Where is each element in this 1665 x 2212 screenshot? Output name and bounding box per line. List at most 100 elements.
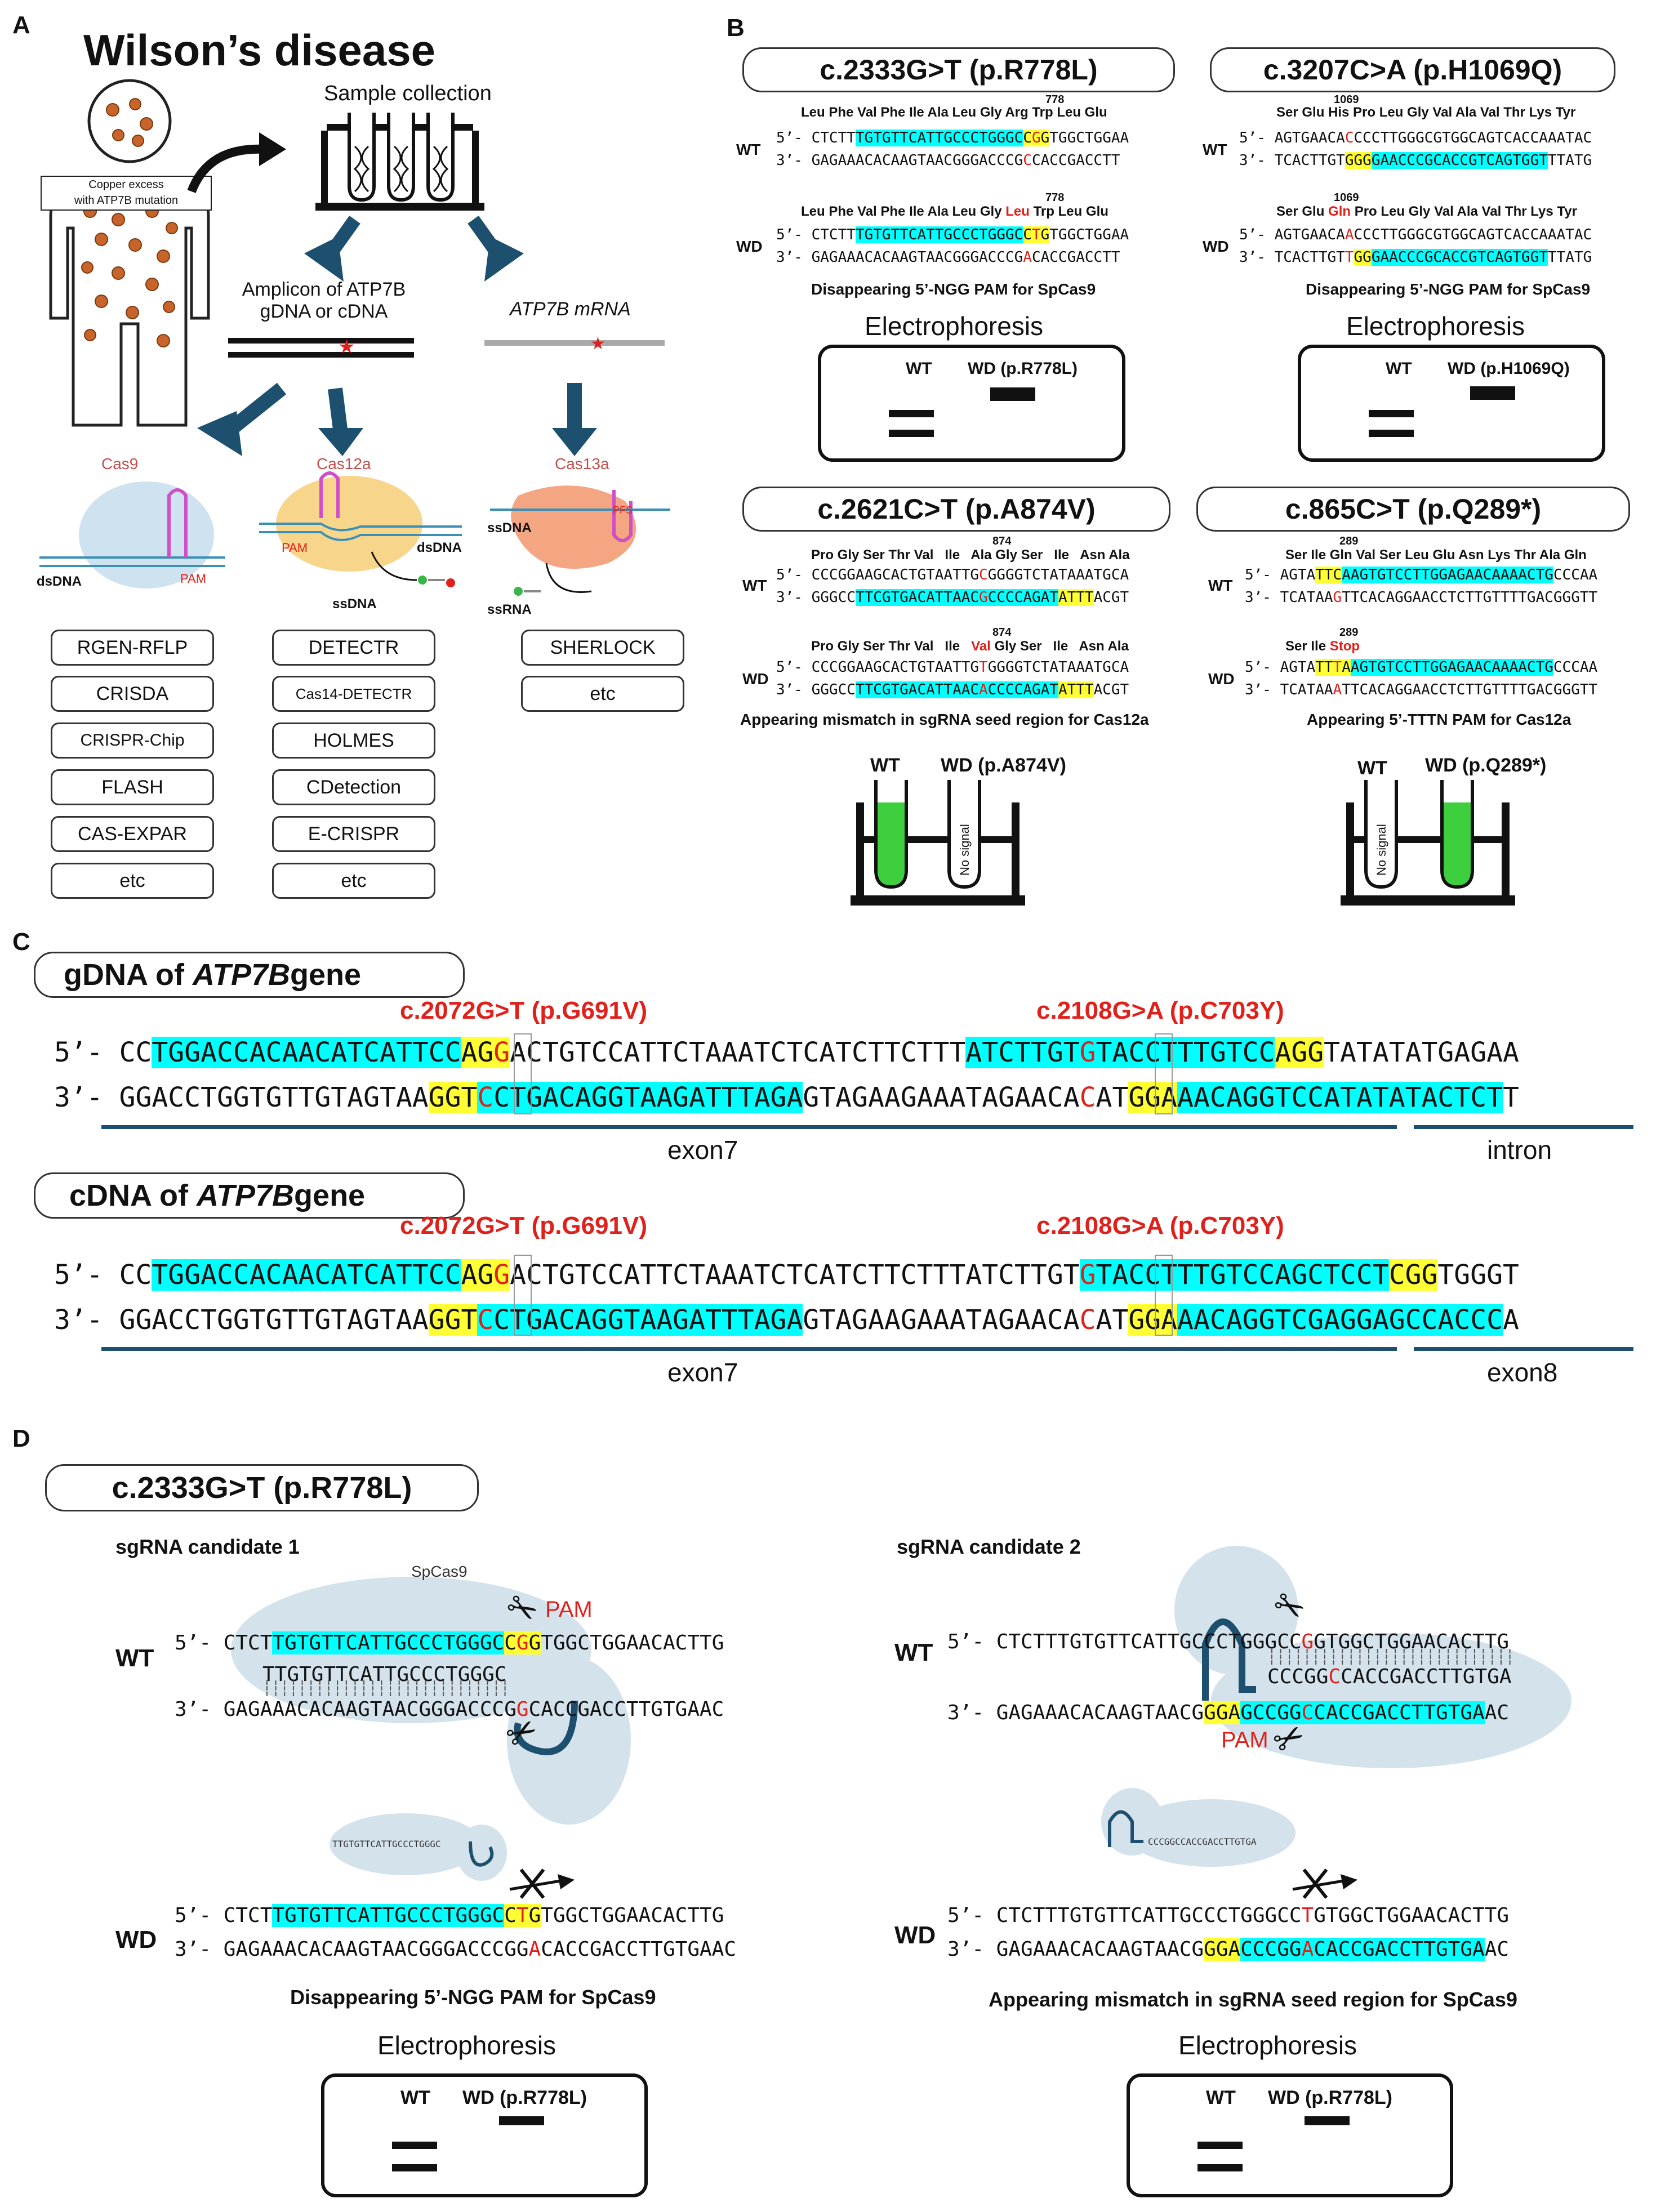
caption-h1069q: Disappearing 5’-NGG PAM for SpCas9 [1306, 280, 1591, 298]
dna-amplicon-icon: ★ [228, 336, 414, 358]
gel-wt-label: WT [1206, 2087, 1236, 2108]
seq-wt-a874v-bottom: 3’- GGGCCTTCGTGACATTAACGCCCCAGATATTTACGT [776, 589, 1129, 606]
seq-wt-q289-bottom: 3’- TCATAAGTTCACAGGAACCTCTTGTTTTGACGGGTT [1245, 589, 1598, 606]
gel-box-d2: WT WD (p.R778L) [1127, 2073, 1453, 2197]
tube-wd-label: WD (p.A874V) [941, 755, 1066, 776]
cand2-wd-bottom: 3’- GAGAAACACAAGTAACGGGACCCGGACACCGACCTT… [947, 1938, 1510, 1961]
electrophoresis-label: Electrophoresis [1178, 2031, 1357, 2060]
gel-wt-label: WT [1386, 359, 1412, 378]
three-way-arrows-icon [197, 383, 597, 456]
pfs-text: PFS [613, 505, 633, 516]
seq-wd-a874v-top: 5’- CCCGGAAGCACTGTAATTGTGGGGTCTATAAATGCA [776, 659, 1129, 676]
electrophoresis-label: Electrophoresis [1346, 311, 1525, 341]
split-arrows-icon [304, 216, 524, 282]
gel-band [392, 2142, 437, 2149]
blocked-arrow-icon [1292, 1868, 1357, 1899]
box-mutation-2 [1155, 1255, 1173, 1336]
wt-label: WT [736, 141, 761, 158]
wt-label: WT [742, 577, 767, 594]
wt-label: WT [115, 1644, 154, 1672]
intron-label: intron [1487, 1135, 1552, 1165]
gel-band [889, 430, 934, 437]
aa-row-wd-r778l: Leu Phe Val Phe Ile Ala Leu Gly Leu Trp … [801, 204, 1108, 219]
wt-label: WT [894, 1639, 933, 1666]
codon-number: 874 [992, 535, 1012, 547]
codon-number: 778 [1045, 93, 1065, 106]
cdna-seq-bottom: 3’- GGACCTGGTGTTGTAGTAAGGTCCTGACAGGTAAGA… [54, 1304, 1519, 1336]
aa-row-wd-h1069q: Ser Glu Gln Pro Leu Gly Val Ala Val Thr … [1276, 204, 1577, 219]
seq-wd-h1069q-bottom: 3’- TCACTTGTTGGGAACCCGCACCGTCAGTGGTTTATG [1239, 249, 1592, 266]
dsdna-text: dsDNA [417, 540, 462, 555]
seq-wt-q289-top: 5’- AGTATTCAAGTGTCCTTGGAGAACAAAACTGCCCAA [1245, 567, 1598, 583]
gel-band [1369, 410, 1414, 417]
gel-wd-label: WD (p.H1069Q) [1448, 359, 1570, 378]
spcas9-blob-2 [1174, 1546, 1571, 1768]
ssdna-text: ssDNA [487, 520, 532, 536]
pam-text: PAM [282, 541, 308, 555]
wilsons-disease-title: Wilson’s disease [83, 25, 435, 75]
aa-row-wt-r778l: Leu Phe Val Phe Ile Ala Leu Gly Arg Trp … [801, 105, 1107, 120]
svg-text:★: ★ [338, 336, 355, 358]
aa-row-wt-q289: Ser Ile Gln Val Ser Leu Glu Asn Lys Thr … [1285, 547, 1587, 563]
cand1-wd-bottom: 3’- GAGAAACACAAGTAACGGGACCCGGACACCGACCTT… [175, 1938, 737, 1961]
cas12a-label: Cas12a [317, 455, 371, 472]
svg-text:★: ★ [590, 334, 606, 354]
seq-wt-a874v-top: 5’- CCCGGAAGCACTGTAATTGCGGGGTCTATAAATGCA [776, 567, 1129, 583]
cand1-wd-top: 5’- CTCTTGTGTTCATTGCCCTGGGCCTGTGGCTGGAAC… [175, 1904, 724, 1927]
spcas9-small-blob-2: CCCGGCCACCGACCTTGTGA [1101, 1788, 1296, 1867]
guide-small-text: TTGTGTTCATTGCCCTGGGC [332, 1839, 441, 1849]
method-box: etc [272, 863, 435, 899]
codon-number: 874 [992, 626, 1012, 639]
gel-box-r778l: WT WD (p.R778L) [818, 345, 1125, 462]
test-tube-rack-icon [315, 113, 484, 211]
gel-band [1369, 430, 1414, 437]
box-mutation-1 [514, 1255, 532, 1336]
seq-wd-a874v-bottom: 3’- GGGCCTTCGTGACATTAACACCCCAGATATTTACGT [776, 681, 1129, 698]
sgrna-candidate-1-label: sgRNA candidate 1 [115, 1535, 300, 1558]
seq-wt-r778l-bottom: 3’- GAGAAACACAAGTAACGGGACCCGCCACCGACCTT [776, 152, 1120, 169]
cand2-guide-pairs: ┆┆┆┆┆┆┆┆┆┆┆┆┆┆┆┆┆┆┆┆┆┆┆┆┆┆┆┆ [1267, 1649, 1515, 1666]
sgrna-candidate-2-label: sgRNA candidate 2 [897, 1535, 1081, 1558]
gel-band [1197, 2164, 1243, 2171]
panel-c-letter: C [12, 928, 30, 956]
mutation-label-c703y: c.2108G>A (p.C703Y) [1036, 997, 1284, 1024]
no-signal-text: No signal [1374, 824, 1388, 876]
exon7-line [101, 1125, 1397, 1129]
cas9-complex-icon: PAM dsDNA [37, 481, 225, 589]
box-mutation-1 [514, 1033, 532, 1114]
wd-label: WD [736, 238, 763, 255]
mutation-title-h1069q: c.3207C>A (p.H1069Q) [1210, 47, 1615, 92]
gel-wd-label: WD (p.R778L) [462, 2087, 587, 2108]
seq-wd-q289-top: 5’- AGTATTTAAGTGTCCTTGGAGAACAAAACTGCCCAA [1245, 659, 1598, 676]
sample-collection-label: Sample collection [324, 82, 492, 105]
gel-wd-label: WD (p.R778L) [1268, 2087, 1392, 2108]
amplicon-label: Amplicon of ATP7B gDNA or cDNA [242, 279, 406, 322]
cand1-wt-top: 5’- CTCTTGTGTTCATTGCCCTGGGCCGGTGGCTGGAAC… [175, 1631, 724, 1654]
guide-small-text: CCCGGCCACCGACCTTGTGA [1148, 1836, 1257, 1847]
ssrna-text: ssRNA [487, 602, 532, 617]
pam-label: PAM [545, 1597, 593, 1622]
gel-band [392, 2164, 437, 2171]
tube-rack-a874v-icon: No signal [851, 780, 1025, 906]
gdna-title: gDNA of ATP7B gene [34, 952, 465, 998]
method-box: RGEN-RFLP [51, 630, 214, 666]
panel-a-letter: A [12, 11, 30, 39]
method-box: Cas14-DETECTR [272, 676, 435, 712]
electrophoresis-label: Electrophoresis [377, 2031, 557, 2060]
method-box: etc [521, 676, 684, 712]
no-signal-text: No signal [958, 824, 972, 876]
cas13a-label: Cas13a [555, 455, 609, 472]
cand2-wt-bottom: 3’- GAGAAACACAAGTAACGGGAGCCGGCCACCGACCTT… [947, 1701, 1510, 1724]
gel-band [1470, 386, 1515, 400]
method-box: CRISDA [51, 676, 214, 712]
cdna-seq-top: 5’- CCTGGACCACAACATCATTCCAGGACTGTCCATTCT… [54, 1259, 1519, 1291]
wd-label: WD [1208, 670, 1235, 688]
electrophoresis-label: Electrophoresis [865, 311, 1044, 341]
gel-wt-label: WT [400, 2087, 430, 2108]
gel-wd-label: WD (p.R778L) [968, 359, 1078, 378]
mutation-title-a874v: c.2621C>T (p.A874V) [742, 487, 1170, 532]
seq-wt-r778l-top: 5’- CTCTTTGTGTTCATTGCCCTGGGCCGGTGGCTGGAA [776, 130, 1129, 146]
gel-band [499, 2116, 544, 2125]
gel-wt-label: WT [906, 359, 932, 378]
caption-r778l: Disappearing 5’-NGG PAM for SpCas9 [811, 280, 1096, 298]
